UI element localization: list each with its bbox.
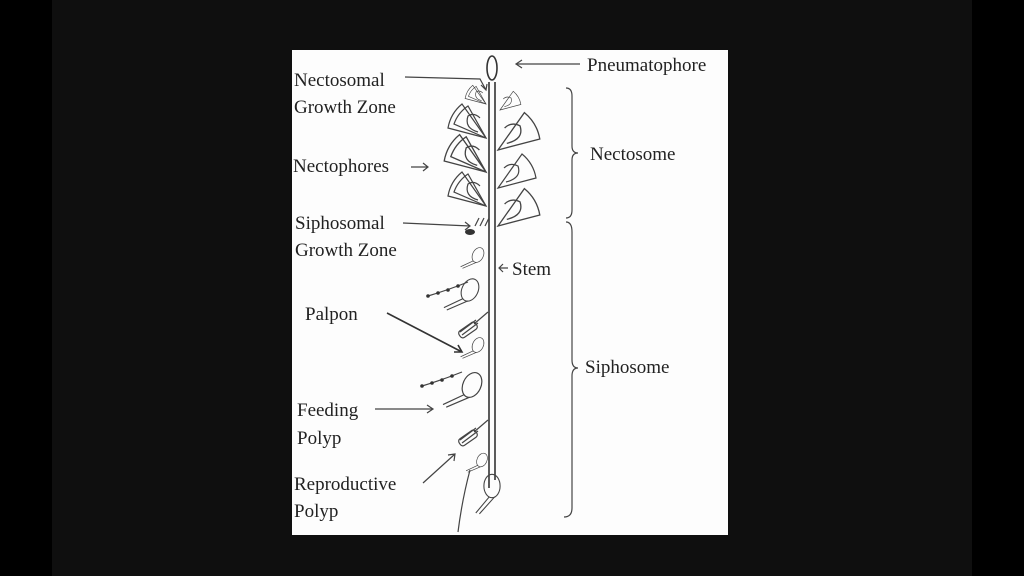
label-reproductive: Reproductive	[294, 474, 396, 495]
label-stem: Stem	[512, 259, 551, 280]
label-reproductive-polyp: Polyp	[294, 501, 338, 522]
pneumatophore-float	[486, 55, 498, 81]
nectophores-group	[443, 84, 541, 227]
diagram-panel	[292, 50, 728, 535]
label-siphosome: Siphosome	[585, 357, 669, 378]
label-pneumatophore: Pneumatophore	[587, 55, 706, 76]
label-nectosome: Nectosome	[590, 144, 675, 165]
siphosome-brace	[563, 221, 579, 518]
pointer-lines	[375, 59, 580, 484]
siphosome-zooids	[419, 217, 501, 533]
nectosome-brace	[565, 87, 579, 219]
label-siphosomal-growth-zone: Growth Zone	[295, 240, 397, 261]
label-feeding: Feeding	[297, 400, 359, 421]
label-palpon: Palpon	[305, 304, 358, 325]
label-nectophores: Nectophores	[293, 156, 389, 177]
label-nectosomal: Nectosomal	[294, 70, 385, 91]
label-siphosomal: Siphosomal	[295, 213, 385, 234]
label-nectosomal-growth-zone: Growth Zone	[294, 97, 396, 118]
stem	[488, 82, 496, 488]
label-feeding-polyp: Polyp	[297, 428, 341, 449]
